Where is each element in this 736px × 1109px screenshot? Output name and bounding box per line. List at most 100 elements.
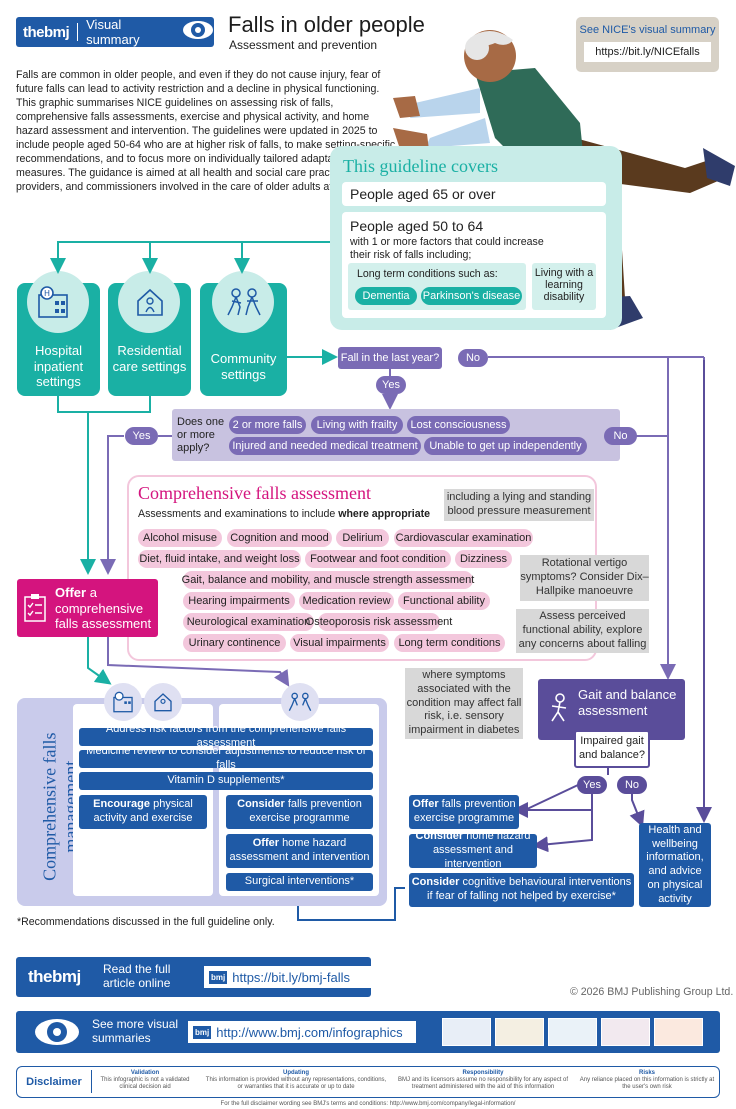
setting-hospital-card: Hospital inpatient settings — [17, 271, 100, 396]
criterion-injured: Injured and needed medical treatment — [229, 437, 421, 455]
disclaimer-label: Disclaimer — [26, 1075, 82, 1088]
bmj-logo: thebmj — [28, 967, 81, 986]
footnote: *Recommendations discussed in the full g… — [17, 916, 275, 928]
cfa-item-diet: Diet, fluid intake, and weight loss — [138, 550, 301, 568]
criterion-two-falls: 2 or more falls — [229, 416, 306, 434]
covers-group-65: People aged 65 or over — [342, 182, 606, 206]
nice-box: See NICE's visual summary https://bit.ly… — [576, 17, 719, 72]
cfa-item-dizziness: Dizziness — [455, 550, 512, 568]
more-summaries-link[interactable]: bmj http://www.bmj.com/infographics — [188, 1021, 416, 1043]
setting-community-card: Community settings — [200, 271, 287, 396]
page-subtitle: Assessment and prevention — [229, 38, 378, 52]
criterion-unable-get-up: Unable to get up independently — [424, 437, 587, 455]
cfa-item-footwear: Footwear and foot condition — [305, 550, 451, 568]
note-vertigo: Rotational vertigo symptoms? Consider Di… — [520, 555, 649, 601]
group-50-64-desc: with 1 or more factors that could increa… — [350, 236, 544, 262]
setting-residential-label: Residential care settings — [112, 343, 187, 374]
mgmt-house-icon-circle — [144, 683, 182, 721]
mgmt-community-icon-circle — [281, 683, 319, 721]
infographic-thumbnails — [442, 1018, 703, 1046]
cfa-item-medication: Medication review — [299, 592, 394, 610]
mgmt-encourage-activity: Encourage physical activity and exercise — [79, 795, 207, 829]
read-article-bar: thebmj Read the full article online bmj … — [16, 957, 376, 997]
setting-community-label: Community settings — [210, 351, 277, 382]
cfa-item-hearing: Hearing impairments — [183, 592, 295, 610]
note-long-term-conditions: where symptoms associated with the condi… — [405, 668, 523, 739]
bmj-logo: thebmj — [23, 23, 70, 41]
nice-link[interactable]: https://bit.ly/NICEfalls — [584, 42, 711, 62]
covers-title: This guideline covers — [343, 156, 498, 176]
covers-group-50-64: People aged 50 to 64 with 1 or more fact… — [342, 212, 606, 318]
cfa-item-gait: Gait, balance and mobility, and muscle s… — [182, 571, 474, 589]
terms-line: For the full disclaimer wording see BMJ'… — [220, 1101, 516, 1107]
ltc-parkinsons: Parkinson's disease — [421, 287, 522, 305]
health-wellbeing-info: Health and wellbeing information, and ad… — [639, 823, 711, 907]
gait-consider-home-hazard: Consider home hazard assessment and inte… — [409, 830, 537, 870]
cfa-title: Comprehensive falls assessment — [138, 483, 371, 503]
cfa-item-ltc: Long term conditions — [394, 634, 505, 652]
gait-no-label: No — [617, 776, 647, 794]
copyright: © 2026 BMJ Publishing Group Ltd. — [570, 986, 734, 998]
cfa-item-osteoporosis: Osteoporosis risk assessment — [306, 613, 452, 631]
ltc-label: Long term conditions such as: — [357, 268, 498, 280]
gait-consider-cbt: Consider cognitive behavioural intervent… — [409, 873, 634, 907]
cfa-item-alcohol: Alcohol misuse — [138, 529, 222, 547]
gait-title: Gait and balance assessment — [578, 687, 677, 718]
nice-label: See NICE's visual summary — [579, 24, 716, 36]
mgmt-surgical: Surgical interventions* — [226, 873, 373, 891]
svg-text:H: H — [44, 289, 50, 298]
ltc-box: Long term conditions such as: Dementia P… — [348, 263, 526, 310]
note-functional: Assess perceived functional ability, exp… — [516, 609, 649, 653]
mgmt-offer-home-hazard: Offer home hazard assessment and interve… — [226, 834, 373, 868]
criterion-frailty: Living with frailty — [311, 416, 403, 434]
mgmt-hospital-icon-circle — [104, 683, 142, 721]
note-blood-pressure: including a lying and standing blood pre… — [444, 489, 594, 521]
bmj-mini-icon: bmj — [209, 970, 228, 984]
criterion-consciousness: Lost consciousness — [407, 416, 510, 434]
cfa-item-urinary: Urinary continence — [183, 634, 286, 652]
bmj-mini-icon: bmj — [193, 1025, 212, 1039]
more-summaries-bar: See more visual summaries bmj http://www… — [16, 1011, 720, 1053]
cfa-subtitle: Assessments and examinations to include … — [138, 508, 431, 520]
mgmt-address-risk: Address risk factors from the comprehens… — [79, 723, 373, 749]
criteria-panel: Does one or more apply? 2 or more falls … — [172, 409, 620, 461]
community-people-icon — [288, 692, 312, 711]
group-50-64-title: People aged 50 to 64 — [350, 218, 484, 234]
offer-assessment-box: Offer a comprehensive falls assessment — [17, 579, 158, 637]
cfa-item-visual: Visual impairments — [290, 634, 389, 652]
criteria-no-label: No — [604, 427, 637, 445]
bmj-visual-summary-badge: thebmj Visual summary — [16, 17, 214, 47]
setting-residential-card: Residential care settings — [108, 271, 191, 396]
criteria-yes-label: Yes — [125, 427, 158, 445]
offer-bold: Offer — [55, 585, 87, 600]
gait-yes-label: Yes — [577, 776, 607, 794]
cfa-item-neurological: Neurological examination — [183, 613, 314, 631]
community-people-icon — [227, 288, 261, 316]
cfa-item-cardiovascular: Cardiovascular examination — [394, 529, 533, 547]
read-article-link[interactable]: bmj https://bit.ly/bmj-falls — [204, 966, 376, 988]
hospital-icon: H — [38, 286, 68, 318]
more-label: See more visual summaries — [92, 1017, 179, 1045]
hospital-icon — [113, 691, 133, 713]
setting-hospital-label: Hospital inpatient settings — [33, 343, 84, 390]
clipboard-icon — [24, 594, 46, 622]
walking-person-icon — [551, 693, 567, 722]
gait-balance-box: Gait and balance assessment — [538, 679, 685, 740]
cfa-item-cognition: Cognition and mood — [227, 529, 332, 547]
fall-no-label: No — [458, 349, 488, 367]
mgmt-vitamin-d: Vitamin D supplements* — [79, 772, 373, 790]
ltc-dementia: Dementia — [355, 287, 417, 305]
badge-label: Visual summary — [86, 17, 140, 47]
page-title: Falls in older people — [228, 12, 425, 37]
fall-last-year-question: Fall in the last year? — [338, 347, 442, 369]
mgmt-medicine-review: Medicine review to consider adjustments … — [79, 745, 373, 771]
gait-offer-exercise: Offer falls prevention exercise programm… — [409, 795, 519, 829]
learning-disability-box: Living with a learning disability — [532, 263, 596, 310]
apply-question: Does one or more apply? — [177, 416, 225, 455]
